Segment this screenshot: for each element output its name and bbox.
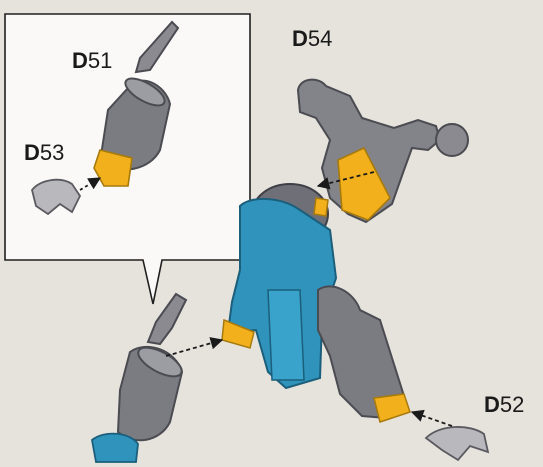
label-d54: D54 bbox=[292, 26, 332, 51]
label-d53: D53 bbox=[24, 140, 64, 165]
label-d51: D51 bbox=[72, 48, 112, 73]
label-d52: D52 bbox=[484, 392, 524, 417]
